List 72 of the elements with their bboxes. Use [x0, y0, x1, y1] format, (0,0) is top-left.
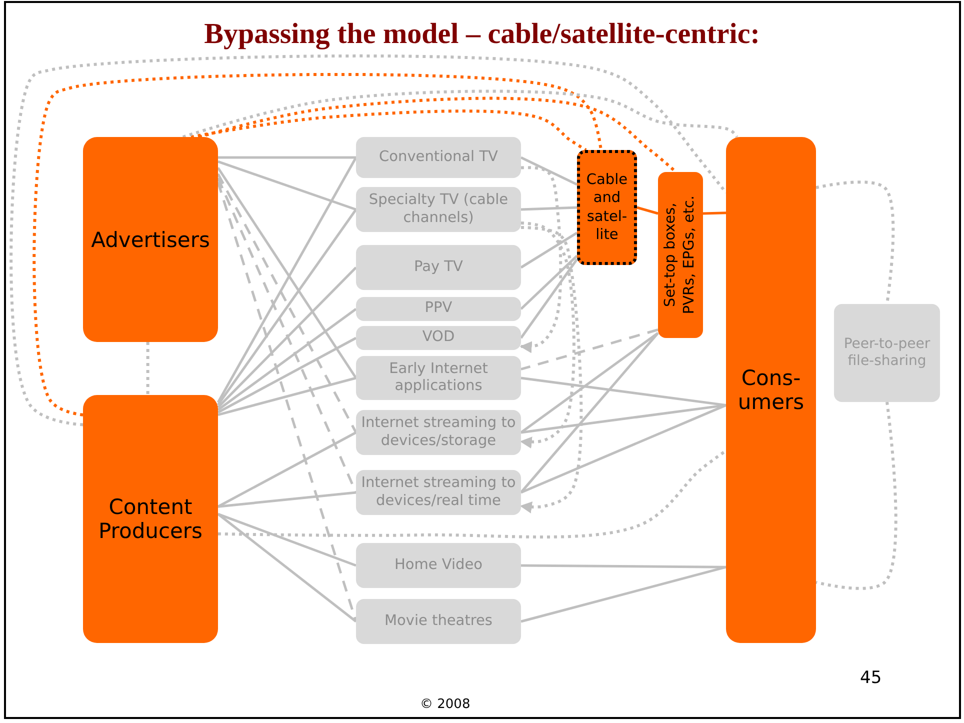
channel-box: [356, 599, 521, 644]
node-label: Early Internet applications: [388, 360, 489, 396]
actor-box: [726, 137, 816, 643]
connector-line: [521, 564, 726, 568]
connector-line: [217, 266, 357, 408]
connector-line: [198, 96, 677, 174]
connector-line: [520, 254, 578, 310]
node-label: Advertisers: [90, 228, 211, 252]
connector-line: [216, 173, 358, 434]
channel-box: [356, 137, 521, 178]
connector-line: [520, 258, 578, 339]
device-box: [658, 172, 703, 338]
channel-box: [356, 297, 521, 321]
connector-line: [216, 182, 358, 622]
connector-line: [10, 54, 728, 426]
arrow: [520, 166, 562, 354]
node-label: Home Video: [394, 556, 483, 574]
connector-line: [218, 491, 356, 508]
connector-line: [520, 566, 726, 623]
channel-box: [356, 326, 521, 350]
connector-line: [218, 512, 356, 567]
node-label: Set-top boxes, PVRs, EPGs, etc.: [662, 194, 698, 316]
connector-line: [217, 308, 357, 411]
channel-box: [356, 543, 521, 588]
node-label: Pay TV: [414, 258, 463, 276]
channel-box: [356, 356, 521, 400]
arrow: [520, 222, 576, 448]
connector-line: [520, 332, 659, 434]
connector-line: [216, 178, 358, 493]
connector-line: [182, 90, 738, 138]
node-label: Conventional TV: [379, 148, 498, 166]
connector-line: [190, 110, 587, 152]
connector-line: [520, 328, 658, 370]
node-label: Movie theatres: [384, 612, 492, 630]
copyright-note: © 2008: [420, 697, 470, 712]
channel-box: [834, 304, 940, 402]
distributor-box: [577, 150, 637, 265]
connector-line: [218, 376, 356, 416]
connector-line: [218, 156, 356, 159]
actor-box: [83, 137, 218, 342]
slide-title: Bypassing the model – cable/satellite-centric:: [203, 18, 761, 51]
node-label: Content Producers: [98, 495, 204, 543]
arrow: [520, 226, 583, 514]
node-label: Specialty TV (cable channels): [368, 192, 510, 227]
node-label: VOD: [422, 329, 455, 347]
connector-line: [218, 160, 356, 211]
actor-box: [83, 395, 218, 643]
connector-line: [520, 206, 578, 211]
connector-line: [520, 376, 726, 406]
connector-line: [32, 73, 602, 416]
connector-line: [520, 156, 578, 186]
node-label: Internet streaming to devices/storage: [360, 415, 517, 450]
channel-box: [356, 187, 521, 232]
node-label: Peer-to-peer file-sharing: [842, 336, 932, 370]
channel-box: [356, 245, 521, 290]
node-label: Cable and satel- lite: [585, 171, 629, 244]
connector-line: [218, 450, 727, 538]
connector-line: [216, 208, 358, 406]
node-label: Cons- umers: [736, 366, 806, 414]
connector-line: [520, 404, 726, 494]
connector-line: [217, 431, 357, 508]
connector-line: [816, 402, 898, 590]
connector-line: [146, 342, 150, 395]
page-number: 45: [860, 668, 882, 688]
connector-line: [520, 332, 659, 494]
node-label: Internet streaming to devices/real time: [360, 475, 517, 510]
connector-line: [217, 513, 357, 622]
connector-line: [217, 336, 357, 414]
node-label: PPV: [424, 300, 452, 318]
connector-line: [636, 206, 658, 215]
connector-line: [520, 232, 578, 269]
connector-line: [702, 212, 726, 215]
